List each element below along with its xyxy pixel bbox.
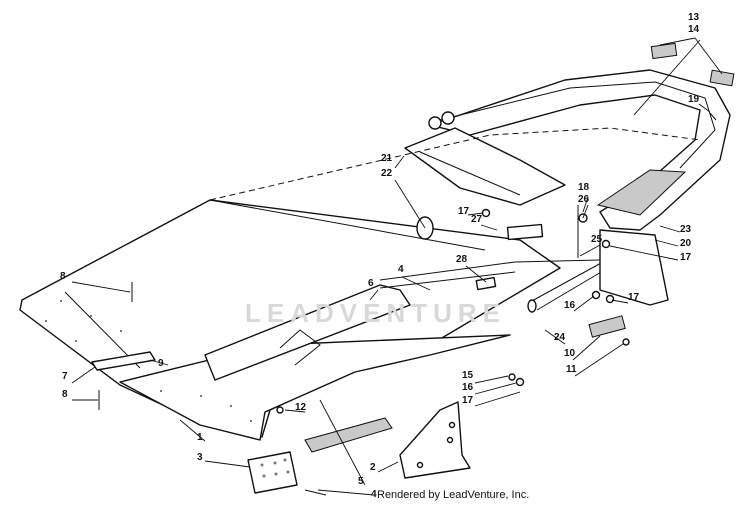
callout-21: 21 xyxy=(381,153,393,164)
callout-8b: 8 xyxy=(62,389,68,400)
callout-26: 26 xyxy=(578,194,590,205)
rear-bar xyxy=(379,259,601,289)
callout-22: 22 xyxy=(381,168,393,179)
callout-7: 7 xyxy=(62,371,68,382)
rear-bar-label xyxy=(475,276,497,291)
callout-3: 3 xyxy=(197,452,203,463)
callout-14: 14 xyxy=(688,24,700,35)
callout-16a: 16 xyxy=(564,300,576,311)
fasteners xyxy=(98,112,717,496)
callout-18: 18 xyxy=(578,182,590,193)
clip xyxy=(506,223,544,241)
callout-17b: 17 xyxy=(680,252,692,263)
credit-text: Rendered by LeadVenture, Inc. xyxy=(377,489,530,501)
seat-base xyxy=(404,111,566,206)
bracket xyxy=(399,401,471,479)
callout-23: 23 xyxy=(680,224,692,235)
callout-27: 27 xyxy=(471,214,483,225)
callout-8a: 8 xyxy=(60,271,66,282)
tube-end xyxy=(527,299,537,313)
callout-4b: 4 xyxy=(371,489,377,500)
callout-1: 1 xyxy=(197,432,203,443)
callout-10: 10 xyxy=(564,348,576,359)
side-rail xyxy=(204,284,411,381)
callout-5: 5 xyxy=(358,476,364,487)
callout-9: 9 xyxy=(158,358,164,369)
wear-plate xyxy=(304,417,393,453)
callout-19: 19 xyxy=(688,94,700,105)
strap xyxy=(91,351,156,371)
leader-lines xyxy=(71,37,723,496)
callout-17c: 17 xyxy=(628,292,640,303)
snow-flap xyxy=(599,229,669,306)
callout-28: 28 xyxy=(456,254,468,265)
callout-24: 24 xyxy=(554,332,566,343)
reflector-14 xyxy=(709,69,735,87)
rivet-plate xyxy=(247,451,298,494)
watermark: LEADVENTURE xyxy=(245,298,507,328)
callout-6: 6 xyxy=(368,278,374,289)
reflector-13 xyxy=(650,42,678,60)
callout-17a: 17 xyxy=(458,206,470,217)
callout-17d: 17 xyxy=(462,395,474,406)
callout-11: 11 xyxy=(566,364,577,375)
reflector xyxy=(588,315,626,338)
callout-4a: 4 xyxy=(398,264,404,275)
callout-13: 13 xyxy=(688,12,700,23)
rear-bumper xyxy=(429,69,731,231)
callout-25: 25 xyxy=(591,234,603,245)
callout-16b: 16 xyxy=(462,382,474,393)
callout-12: 12 xyxy=(295,402,307,413)
tunnel-outline xyxy=(209,127,701,201)
callout-20: 20 xyxy=(680,238,692,249)
callout-15: 15 xyxy=(462,370,474,381)
callout-2: 2 xyxy=(370,462,376,473)
